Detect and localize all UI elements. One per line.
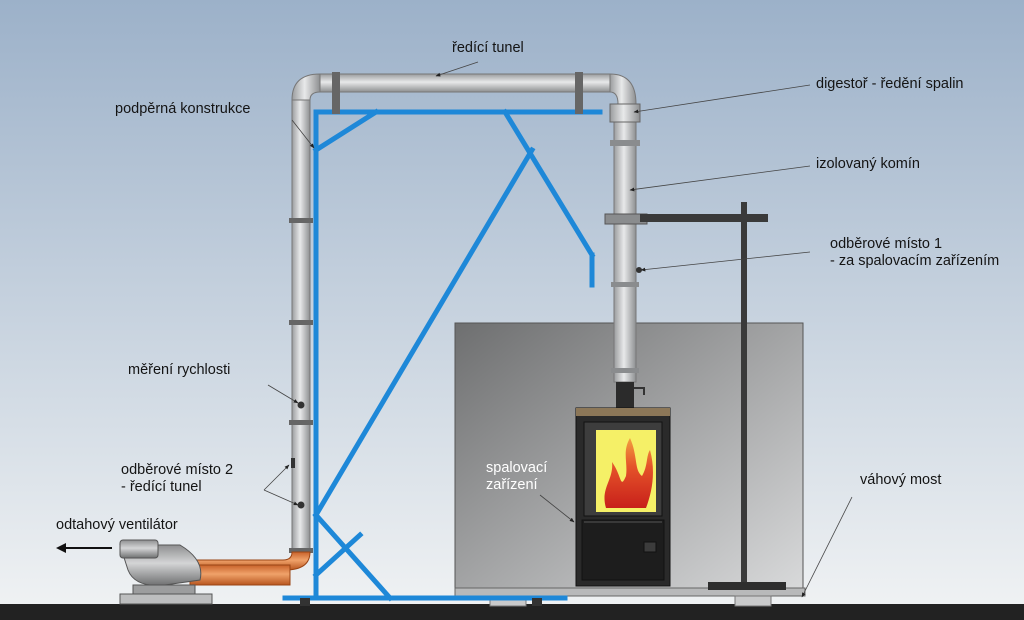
label-velocity-measurement: měření rychlosti	[128, 362, 231, 378]
label-exhaust-fan: odtahový ventilátor	[56, 517, 178, 533]
label-sampling-point-2-line1: odběrové místo 2	[121, 462, 234, 478]
label-weighing-bridge: váhový most	[860, 472, 942, 488]
dilution-tunnel	[289, 72, 637, 553]
label-insulated-chimney: izolovaný komín	[816, 156, 920, 172]
insulated-chimney	[604, 103, 648, 408]
label-combustion-device: spalovací zařízení	[486, 460, 547, 494]
fire-icon	[604, 438, 653, 508]
leader-lines	[263, 61, 853, 598]
floor	[0, 604, 1024, 620]
label-combustion-device-line1: spalovací	[486, 460, 548, 476]
label-support-structure: podpěrná konstrukce	[115, 101, 251, 117]
label-sampling-point-2: odběrové místo 2 - ředící tunel	[121, 462, 233, 496]
label-sampling-point-2-line2: - ředící tunel	[121, 479, 202, 495]
label-sampling-point-1-line1: odběrové místo 1	[830, 236, 943, 252]
sampling-probe-1	[636, 267, 642, 273]
label-dilution-tunnel: ředící tunel	[452, 40, 524, 56]
label-combustion-device-line2: zařízení	[486, 477, 538, 493]
label-hood: digestoř - ředění spalin	[816, 76, 964, 92]
label-sampling-point-1: odběrové místo 1 - za spalovacím zařízen…	[830, 236, 999, 270]
chimney-support-arm	[640, 202, 786, 590]
arrow-left-icon	[56, 543, 112, 553]
exhaust-fan-icon	[119, 539, 311, 605]
sampling-probe-2	[297, 501, 305, 509]
support-structure	[282, 108, 603, 602]
label-sampling-point-1-line2: - za spalovacím zařízením	[830, 253, 1000, 269]
support-feet	[300, 598, 542, 606]
combustion-device	[575, 407, 671, 587]
velocity-probe	[297, 401, 305, 409]
